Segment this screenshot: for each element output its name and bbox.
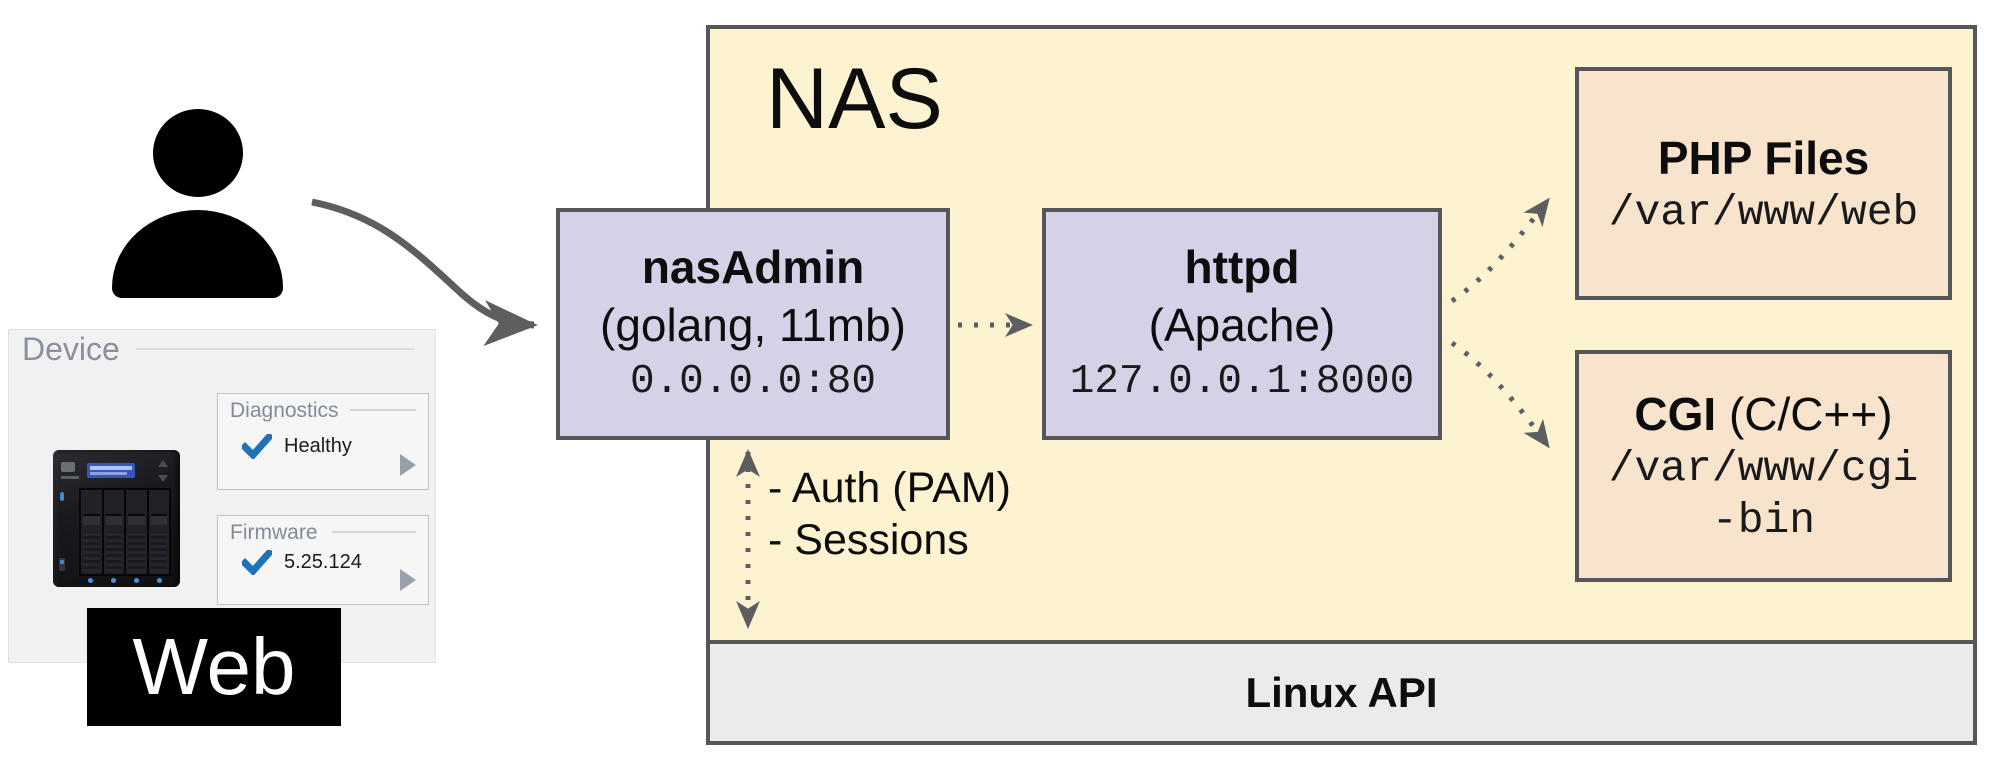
device-drive-bays <box>79 488 171 576</box>
httpd-name: httpd <box>1184 241 1300 293</box>
person-icon-body <box>112 210 283 298</box>
php-files-name: PHP Files <box>1657 131 1870 184</box>
web-badge: Web <box>87 608 341 726</box>
httpd-listen-address: 127.0.0.1:8000 <box>1069 359 1415 405</box>
annotation-sessions: - Sessions <box>768 516 969 564</box>
firmware-version: 5.25.124 <box>284 551 362 573</box>
cgi-name-line: CGI (C/C++) <box>1634 385 1892 443</box>
httpd-runtime: (Apache) <box>1148 299 1336 351</box>
firmware-version-row: 5.25.124 <box>242 550 362 575</box>
wd-logo <box>61 462 75 472</box>
diagnostics-expand-button[interactable] <box>400 454 416 476</box>
cgi-path-line1: /var/www/cgi <box>1608 444 1919 493</box>
drive-bay <box>81 490 102 574</box>
diagnostics-card: Diagnostics Healthy <box>217 393 429 490</box>
cgi-node: CGI (C/C++) /var/www/cgi -bin <box>1575 350 1952 582</box>
drive-bay <box>126 490 147 574</box>
user-to-nasadmin-arrow <box>311 198 538 347</box>
blue-checkmark-icon <box>242 550 272 575</box>
linux-api-bar: Linux API <box>706 640 1977 745</box>
diagnostics-label: Diagnostics <box>230 399 339 422</box>
php-files-node: PHP Files /var/www/web <box>1575 67 1952 300</box>
diagnostics-status: Healthy <box>284 435 352 457</box>
wd-logo-subtext <box>61 476 79 479</box>
firmware-label: Firmware <box>230 521 318 544</box>
blue-checkmark-icon <box>242 434 272 459</box>
cgi-name: CGI <box>1634 388 1717 440</box>
nasadmin-listen-address: 0.0.0.0:80 <box>629 359 877 405</box>
nasadmin-runtime: (golang, 11mb) <box>600 299 906 351</box>
httpd-node: httpd (Apache) 127.0.0.1:8000 <box>1042 208 1442 440</box>
device-panel-title: Device <box>22 331 120 367</box>
nasadmin-node: nasAdmin (golang, 11mb) 0.0.0.0:80 <box>556 208 950 440</box>
cgi-name-suffix: (C/C++) <box>1716 388 1893 440</box>
drive-bay <box>148 490 169 574</box>
nas-container-title: NAS <box>766 51 943 147</box>
nas-device-image <box>53 450 180 587</box>
device-power-led <box>60 492 64 501</box>
firmware-card: Firmware 5.25.124 <box>217 515 429 605</box>
diagnostics-rule <box>350 409 416 411</box>
firmware-expand-button[interactable] <box>400 569 416 591</box>
web-badge-label: Web <box>132 622 296 711</box>
linux-api-label: Linux API <box>1245 668 1438 716</box>
php-files-path: /var/www/web <box>1608 187 1919 237</box>
diagnostics-status-row: Healthy <box>242 434 352 459</box>
device-usb-port <box>59 558 65 571</box>
drive-bay-leds <box>79 578 171 583</box>
nasadmin-name: nasAdmin <box>641 241 865 293</box>
annotation-auth: - Auth (PAM) <box>768 464 1011 512</box>
drive-bay <box>103 490 124 574</box>
device-nav-buttons <box>158 460 168 482</box>
auth-sessions-annotation: - Auth (PAM) - Sessions <box>768 462 1011 566</box>
firmware-rule <box>332 531 416 533</box>
person-icon <box>153 109 243 197</box>
device-panel-rule <box>136 348 414 350</box>
device-lcd-screen <box>87 463 135 478</box>
cgi-path-line2: -bin <box>1711 496 1816 545</box>
